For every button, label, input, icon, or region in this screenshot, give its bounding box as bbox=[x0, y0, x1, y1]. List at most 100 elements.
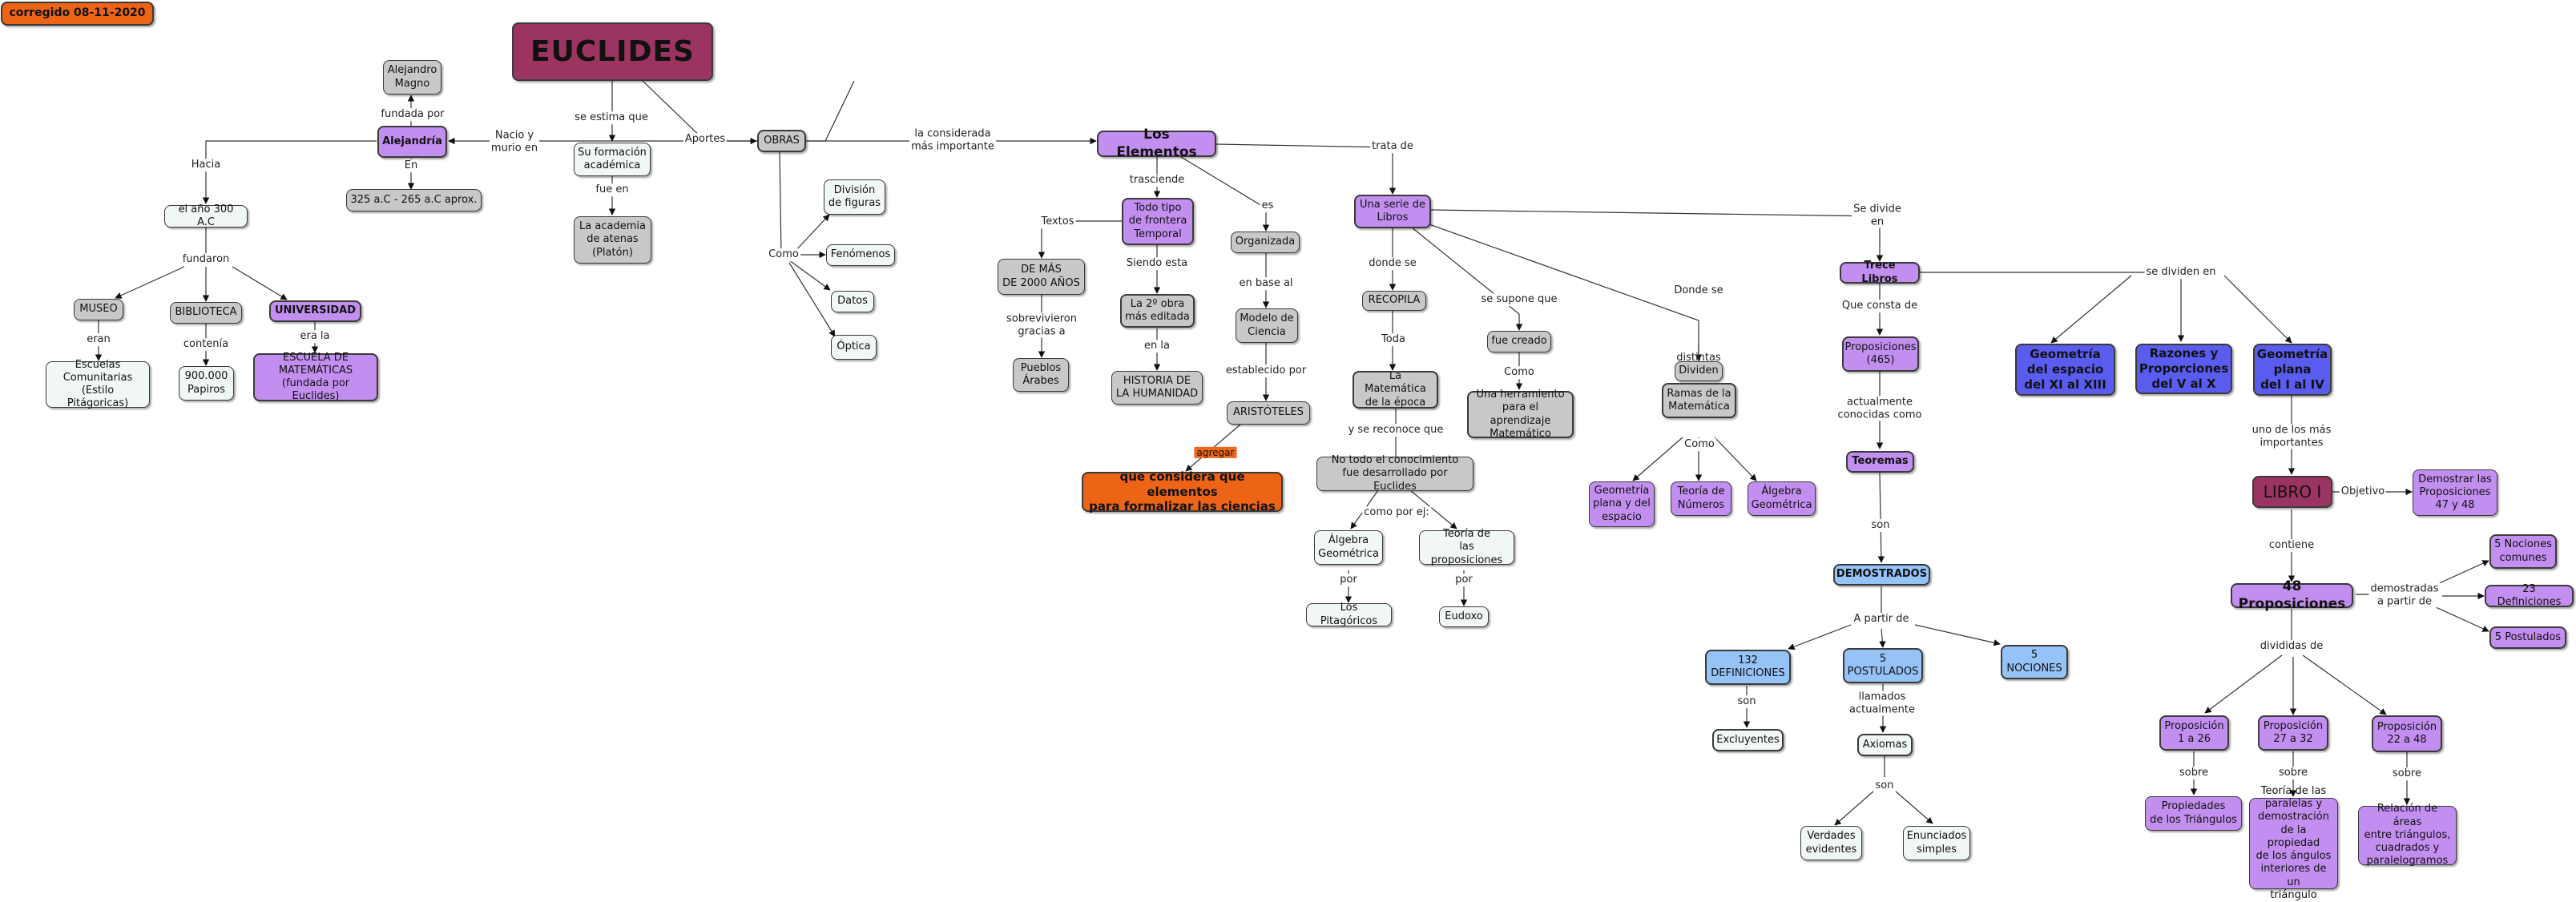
link-dem-post bbox=[2435, 606, 2489, 632]
node-teoremas: Teoremas bbox=[1846, 451, 1914, 473]
node-prop48: 48 Proposiciones bbox=[2231, 578, 2353, 612]
link-ramas-alg bbox=[1714, 437, 1757, 481]
node-prop465: Proposiciones (465) bbox=[1842, 336, 1919, 372]
node-geo-plana-esp: Geometría plana y del espacio bbox=[1589, 481, 1655, 527]
label-en: En bbox=[402, 159, 420, 172]
node-historia: HISTORIA DE LA HUMANIDAD bbox=[1111, 371, 1203, 405]
node-trece: Trece Libros bbox=[1840, 260, 1920, 285]
link-div-p2248 bbox=[2302, 654, 2387, 715]
link-serie-dividen bbox=[1424, 222, 1703, 361]
link-serie-fuecreado bbox=[1411, 227, 1523, 331]
node-academia: La academia de atenas (Platón) bbox=[574, 216, 651, 264]
node-fue-creado: fue creado bbox=[1487, 331, 1551, 352]
link-apartir-noc bbox=[1914, 624, 2001, 646]
euclides-title: EUCLIDES bbox=[512, 22, 713, 81]
node-nociones5: 5 NOCIONES bbox=[2001, 645, 2068, 679]
link-euclides-obras bbox=[642, 80, 757, 145]
node-pueblos: Pueblos Árabes bbox=[1013, 358, 1069, 392]
node-division: División de figuras bbox=[824, 179, 885, 215]
link-dem-nociones bbox=[2435, 560, 2489, 586]
link-dividen-plana bbox=[2223, 275, 2292, 344]
label-la-considerada: la considerada más importante bbox=[909, 127, 996, 153]
node-geo-espacio: Geometría del espacio del XI al XIII bbox=[2015, 344, 2115, 396]
link-como-division bbox=[794, 214, 830, 252]
label-sobrevivieron: sobrevivieron gracias a bbox=[1005, 312, 1078, 338]
node-eudoxo: Eudoxo bbox=[1439, 606, 1489, 627]
node-algebra-geo1: Álgebra Geométrica bbox=[1314, 530, 1383, 565]
node-optica: Óptica bbox=[831, 335, 877, 360]
node-demostrados: DEMOSTRADOS bbox=[1833, 564, 1930, 586]
label-aportes: Aportes bbox=[683, 133, 728, 146]
node-organizada: Organizada bbox=[1231, 232, 1300, 253]
node-serie: Una serie de Libros bbox=[1354, 195, 1431, 228]
node-algebra-geo2: Álgebra Geométrica bbox=[1748, 481, 1816, 516]
link-fundaron-univ bbox=[232, 266, 288, 300]
node-museo: MUSEO bbox=[74, 299, 123, 320]
label-era-la: era la bbox=[298, 330, 332, 343]
label-establecido-por: establecido por bbox=[1223, 364, 1308, 377]
label-son-teoremas: son bbox=[1869, 519, 1892, 532]
node-papiros: 900.000 Papiros bbox=[179, 366, 234, 401]
label-contiene: contiene bbox=[2267, 539, 2316, 552]
link-son-enunciados bbox=[1895, 791, 1933, 824]
label-a-partir-de: A partir de bbox=[1852, 613, 1911, 626]
label-se-supone: se supone que bbox=[1479, 293, 1559, 306]
label-fue-en: fue en bbox=[594, 183, 631, 196]
node-formacion: Su formación académica bbox=[574, 143, 651, 176]
link-como-datos bbox=[788, 260, 831, 291]
node-obras: OBRAS bbox=[757, 130, 806, 152]
label-sobre3: sobre bbox=[2390, 767, 2424, 780]
link-ramas-geo bbox=[1632, 437, 1683, 481]
node-elementos: Los Elementos bbox=[1097, 127, 1216, 160]
label-sobre2: sobre bbox=[2276, 767, 2310, 779]
node-demostrar: Demostrar las Proposiciones 47 y 48 bbox=[2413, 469, 2497, 516]
node-ano300: el año 300 A.C bbox=[164, 203, 248, 228]
label-objetivo: Objetivo bbox=[2339, 485, 2387, 498]
node-que-considera: que considera que elementos para formali… bbox=[1082, 469, 1283, 513]
label-son-excl: son bbox=[1735, 695, 1758, 708]
label-es: es bbox=[1260, 199, 1276, 212]
node-alejandro: Alejandro Magno bbox=[383, 60, 441, 95]
link-apartir-post bbox=[1879, 628, 1886, 648]
node-pitagoricos: Los Pitagóricos bbox=[1306, 602, 1392, 627]
node-herramienta: Una herramiento para el aprendizaje Mate… bbox=[1467, 389, 1574, 440]
label-se-reconoce: y se reconoce que bbox=[1346, 424, 1445, 437]
node-aristoteles: ARISTÓTELES bbox=[1227, 401, 1310, 425]
node-modelo: Modelo de Ciencia bbox=[1236, 308, 1298, 343]
label-se-estima: se estima que bbox=[573, 111, 650, 124]
label-fundada-por: fundada por bbox=[379, 108, 446, 121]
label-como-por-ej: como por ej: bbox=[1362, 506, 1431, 519]
label-distintas: distintas bbox=[1676, 352, 1721, 364]
label-como-herr: Como bbox=[1502, 366, 1536, 379]
link-serie-trece bbox=[1430, 209, 1884, 262]
label-por2: por bbox=[1453, 574, 1474, 586]
node-universidad: UNIVERSIDAD bbox=[269, 300, 361, 322]
node-relacion-areas: Relación de áreas entre triángulos, cuad… bbox=[2358, 803, 2457, 867]
node-recopila: RECOPILA bbox=[1362, 291, 1426, 311]
label-nacio-murio: Nacio y murio en bbox=[489, 129, 540, 155]
node-teoria-prop: Teoría de las proposiciones bbox=[1419, 528, 1514, 566]
node-mas2000: DE MÁS DE 2000 AÑOS bbox=[998, 259, 1085, 295]
node-propiedades: Propiedades de los Triángulos bbox=[2145, 796, 2242, 831]
node-fecha: 325 a.C - 265 a.C aprox. bbox=[346, 189, 482, 211]
label-se-dividen-en: se dividen en bbox=[2144, 266, 2218, 279]
node-prop1-26: Proposición 1 a 26 bbox=[2159, 715, 2229, 751]
label-en-base-al: en base al bbox=[1237, 277, 1295, 290]
correction-date-badge: corregido 08-11-2020 bbox=[1, 2, 154, 26]
label-como-obras: Como bbox=[767, 248, 800, 261]
label-toda: Toda bbox=[1380, 333, 1407, 346]
node-teoria-num: Teoría de Números bbox=[1671, 481, 1731, 516]
node-geo-plana: Geometría plana del I al IV bbox=[2253, 344, 2332, 396]
label-contenia: contenía bbox=[181, 338, 231, 351]
link-div-p126 bbox=[2204, 654, 2283, 714]
label-siendo-esta: Siendo esta bbox=[1124, 257, 1190, 270]
node-alejandria: Alejandría bbox=[377, 126, 447, 158]
label-divididas-de: divididas de bbox=[2258, 640, 2325, 653]
node-dividen: Dividen bbox=[1675, 361, 1723, 381]
link-teoremas-demo bbox=[1877, 472, 1885, 563]
node-segunda-obra: La 2º obra más editada bbox=[1120, 294, 1195, 328]
label-agregar: agregar bbox=[1194, 446, 1237, 459]
label-que-consta: Que consta de bbox=[1840, 300, 1920, 312]
label-trasciende: trasciende bbox=[1127, 174, 1187, 187]
label-trata-de: trata de bbox=[1370, 140, 1415, 153]
